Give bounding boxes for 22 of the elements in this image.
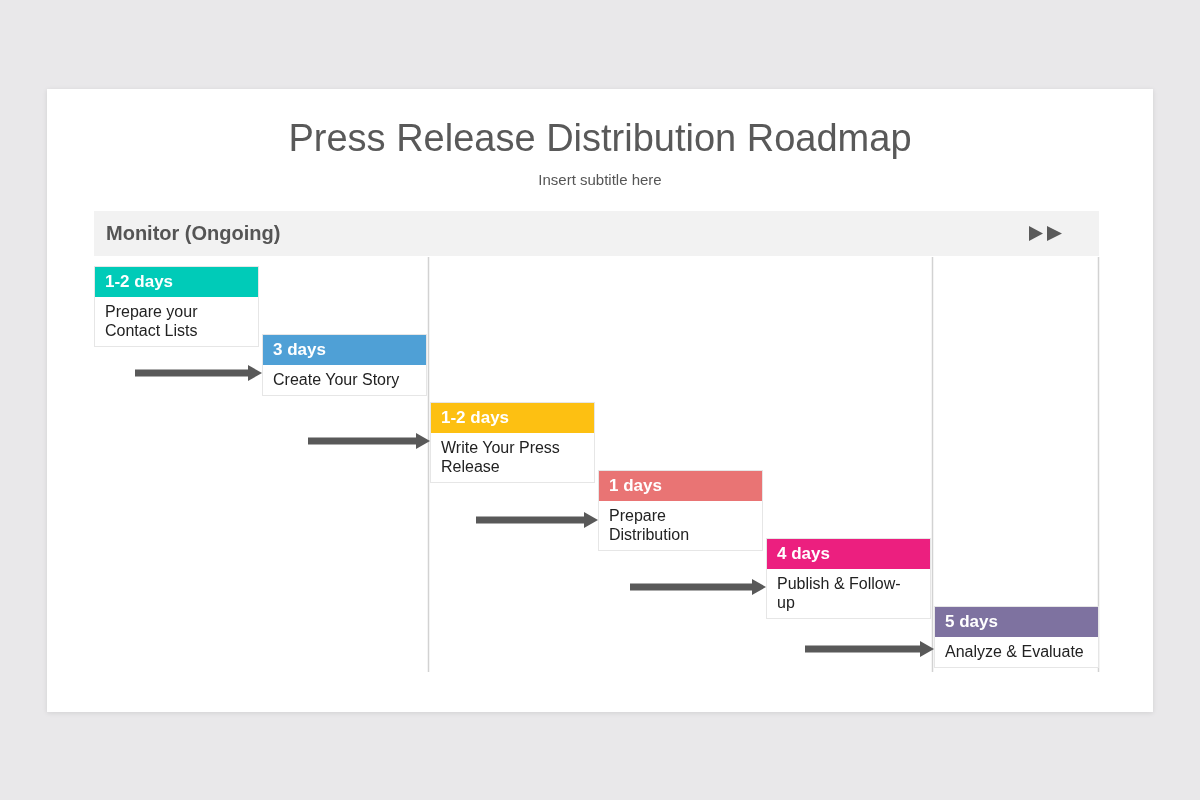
duration-header: 3 days (263, 335, 426, 365)
step-card (262, 334, 427, 396)
duration-header: 4 days (767, 539, 930, 569)
slide-subtitle: Insert subtitle here (538, 171, 662, 189)
step-card (934, 606, 1099, 668)
step-title: Prepare Distribution (609, 506, 691, 544)
step-title: Publish & Follow-up (777, 574, 902, 612)
step-card (94, 266, 259, 347)
step-title: Create Your Story (273, 370, 400, 389)
duration-header: 1-2 days (95, 267, 258, 297)
step-title: Analyze & Evaluate (945, 642, 1084, 661)
step-card (598, 470, 763, 551)
duration-header: 5 days (935, 607, 1098, 637)
step-card (430, 402, 595, 483)
step-title: Prepare your Contact Lists (105, 302, 199, 340)
slide-title: Press Release Distribution Roadmap (288, 116, 912, 161)
step-card (766, 538, 931, 619)
step-title: Write Your Press Release (441, 438, 561, 476)
band-title: Monitor (Ongoing) (106, 222, 281, 245)
monitor-band (94, 211, 1099, 256)
duration-header: 1-2 days (431, 403, 594, 433)
duration-header: 1 days (599, 471, 762, 501)
